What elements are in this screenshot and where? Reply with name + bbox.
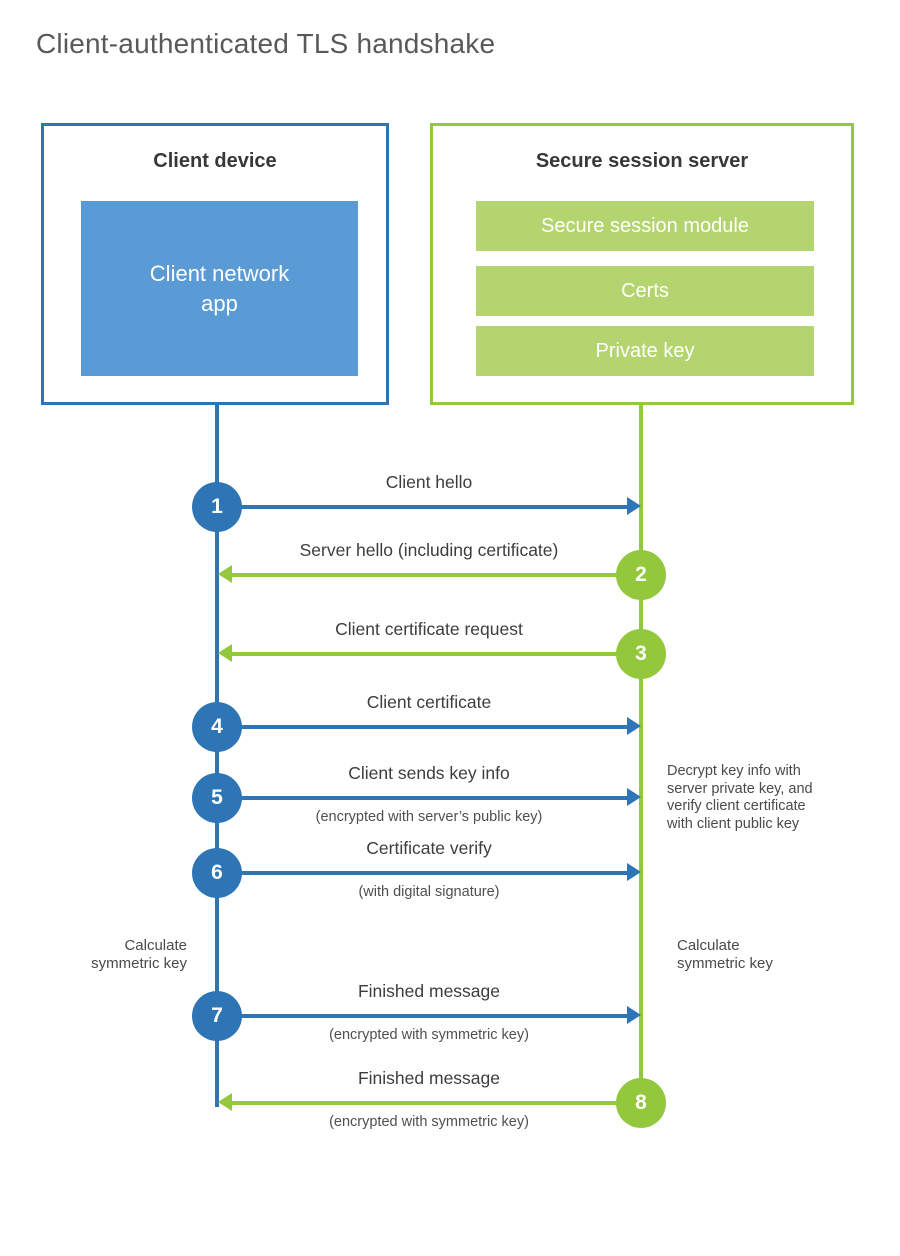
message-sublabel: (with digital signature) xyxy=(358,884,500,900)
arrow-line xyxy=(239,796,629,800)
page-title: Client-authenticated TLS handshake xyxy=(36,28,496,59)
step-4-circle: 4 xyxy=(192,702,242,752)
secure-session-server-title: Secure session server xyxy=(535,150,749,172)
message-label: Client hello xyxy=(385,472,473,492)
arrow-right-icon xyxy=(627,717,641,735)
arrow-left-icon xyxy=(218,565,232,583)
step-1-circle: 1 xyxy=(192,482,242,532)
arrow-line xyxy=(232,573,618,577)
step-7-circle: 7 xyxy=(192,991,242,1041)
message-label: Finished message xyxy=(357,981,501,1001)
server-lifeline xyxy=(639,404,643,1104)
arrow-line xyxy=(239,725,629,729)
message-label: Client sends key info xyxy=(348,763,510,783)
arrow-right-icon xyxy=(627,497,641,515)
message-sublabel: (encrypted with symmetric key) xyxy=(329,1027,529,1043)
message-sublabel: (encrypted with server’s public key) xyxy=(315,809,543,825)
step-5-circle: 5 xyxy=(192,773,242,823)
server-module-certs: Certs xyxy=(476,266,814,316)
client-device-box: Client device Client network app xyxy=(41,123,389,405)
arrow-right-icon xyxy=(627,788,641,806)
step-6-circle: 6 xyxy=(192,848,242,898)
step-3-circle: 3 xyxy=(616,629,666,679)
calculate-symmetric-key-note-client: Calculate symmetric key xyxy=(91,937,187,972)
client-device-title: Client device xyxy=(153,150,277,172)
arrow-right-icon xyxy=(627,863,641,881)
arrow-line xyxy=(232,1101,618,1105)
server-module-private-key: Private key xyxy=(476,326,814,376)
client-lifeline xyxy=(215,404,219,1107)
step-2-circle: 2 xyxy=(616,550,666,600)
arrow-line xyxy=(232,652,618,656)
message-sublabel: (encrypted with symmetric key) xyxy=(329,1114,529,1130)
arrow-line xyxy=(239,505,629,509)
server-module-secure-session: Secure session module xyxy=(476,201,814,251)
arrow-left-icon xyxy=(218,644,232,662)
step-8-circle: 8 xyxy=(616,1078,666,1128)
secure-session-server-box: Secure session server Secure session mod… xyxy=(430,123,854,405)
client-network-app-box: Client network app xyxy=(81,201,358,376)
arrow-line xyxy=(239,871,629,875)
arrow-left-icon xyxy=(218,1093,232,1111)
calculate-symmetric-key-note-server: Calculate symmetric key xyxy=(677,937,773,972)
arrow-line xyxy=(239,1014,629,1018)
message-label: Client certificate xyxy=(366,692,492,712)
message-label: Finished message xyxy=(357,1068,501,1088)
decrypt-key-info-note: Decrypt key info with server private key… xyxy=(667,763,813,832)
message-label: Server hello (including certificate) xyxy=(299,540,559,560)
message-label: Client certificate request xyxy=(335,619,523,639)
arrow-right-icon xyxy=(627,1006,641,1024)
message-label: Certificate verify xyxy=(366,838,492,858)
